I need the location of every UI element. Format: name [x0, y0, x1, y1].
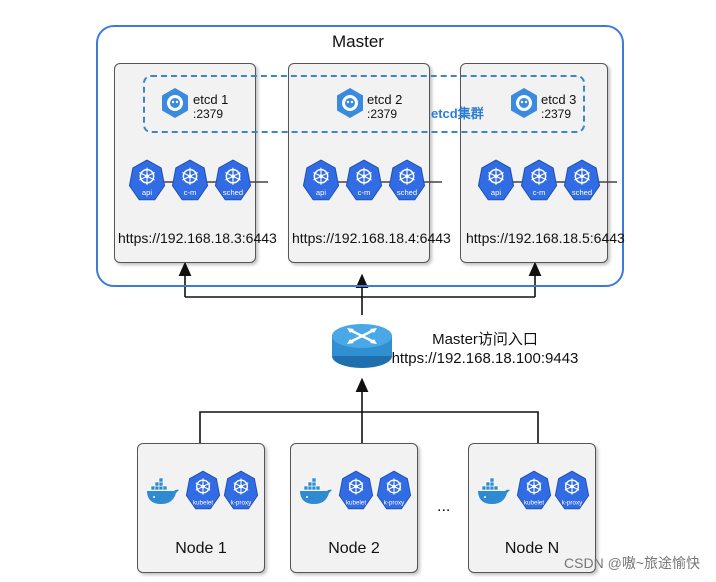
component-label: sched	[223, 188, 243, 197]
master-title: Master	[332, 32, 384, 51]
etcd-port: :2379	[367, 107, 398, 121]
etcd-port: :2379	[193, 107, 224, 121]
component-label: sched	[397, 188, 417, 197]
k8s-kubelet-icon: kubelet	[338, 470, 374, 510]
k8s-cm-icon: c-m	[171, 159, 209, 201]
k8s-sched-icon: sched	[214, 159, 252, 201]
k8s-cm-icon: c-m	[345, 159, 383, 201]
component-label: c-m	[358, 188, 371, 197]
k8s-cm-icon: c-m	[520, 159, 558, 201]
component-label: kubelet	[346, 500, 367, 507]
component-label: kubelet	[524, 500, 545, 507]
component-label: api	[142, 188, 152, 197]
etcd-cluster-frame	[143, 75, 585, 133]
component-label: c-m	[184, 188, 197, 197]
gateway-url: https://192.168.18.100:9443	[391, 350, 579, 367]
k8s-sched-icon: sched	[563, 159, 601, 201]
etcd-icon	[511, 88, 537, 118]
docker-icon	[300, 478, 332, 504]
component-label: k-proxy	[231, 500, 252, 507]
k8s-api-icon: api	[477, 159, 515, 201]
component-label: kubelet	[193, 500, 214, 507]
k8s-kproxy-icon: k-proxy	[554, 470, 590, 510]
etcd-cluster-label: etcd集群	[431, 106, 484, 121]
k8s-api-icon: api	[302, 159, 340, 201]
docker-icon	[478, 478, 510, 504]
component-label: k-proxy	[384, 500, 405, 507]
k8s-kproxy-icon: k-proxy	[376, 470, 412, 510]
etcd-port: :2379	[541, 107, 572, 121]
master-url: https://192.168.18.4:6443	[292, 230, 451, 246]
etcd-name: etcd 3	[541, 92, 577, 107]
node-name: Node 2	[328, 540, 380, 557]
k8s-kproxy-icon: k-proxy	[223, 470, 259, 510]
router-icon	[332, 324, 392, 368]
master-frame	[96, 25, 624, 287]
node-bus-line	[199, 411, 539, 445]
etcd-icon	[337, 88, 363, 118]
master-url: https://192.168.18.3:6443	[118, 230, 277, 246]
component-label: sched	[572, 188, 592, 197]
component-label: c-m	[533, 188, 546, 197]
etcd-name: etcd 2	[367, 92, 403, 107]
node-name: Node 1	[175, 540, 227, 557]
k8s-kubelet-icon: kubelet	[185, 470, 221, 510]
k8s-api-icon: api	[128, 159, 166, 201]
component-label: k-proxy	[562, 500, 583, 507]
watermark: CSDN @嗷~旅途愉快	[564, 555, 700, 571]
etcd-name: etcd 1	[193, 92, 229, 107]
docker-icon	[147, 478, 179, 504]
etcd-icon	[162, 88, 188, 118]
k8s-kubelet-icon: kubelet	[516, 470, 552, 510]
node-name: Node N	[504, 540, 560, 557]
more-nodes-ellipsis: ...	[437, 498, 451, 515]
gateway-title: Master访问入口	[432, 331, 538, 348]
master-url: https://192.168.18.5:6443	[466, 230, 625, 246]
component-label: api	[316, 188, 326, 197]
component-label: api	[491, 188, 501, 197]
k8s-sched-icon: sched	[388, 159, 426, 201]
